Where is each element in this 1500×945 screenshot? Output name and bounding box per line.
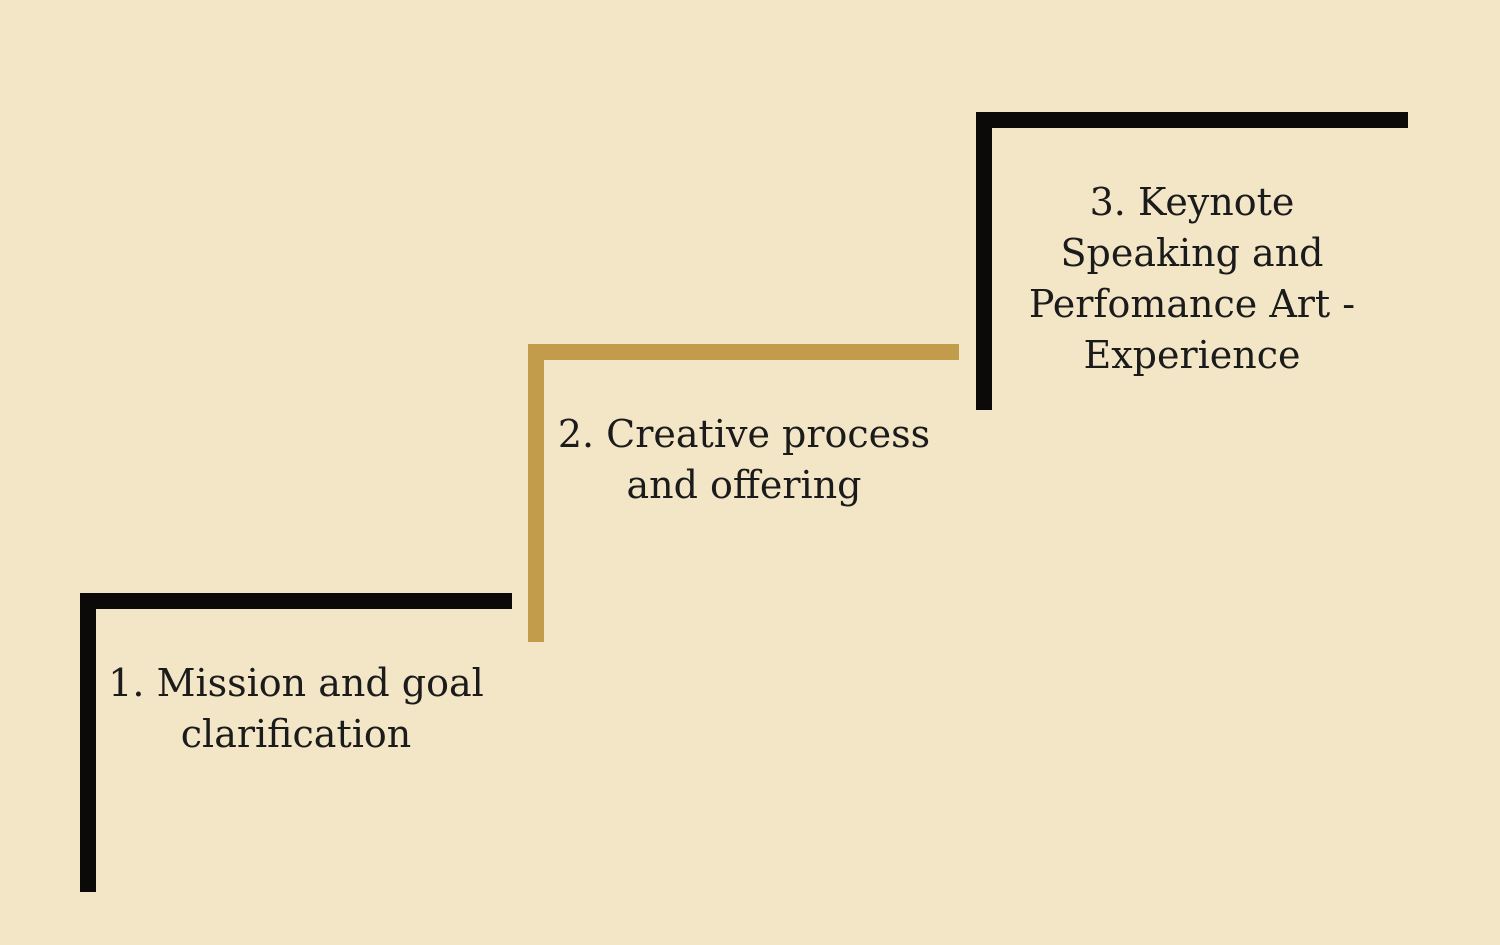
step-2-label-line: and offering: [626, 463, 862, 507]
step-3-label: 3. Keynote Speaking and Perfomance Art -…: [992, 177, 1392, 381]
step-1-label-line: clarification: [180, 712, 412, 756]
step-1-riser: [80, 593, 96, 892]
step-2-label: 2. Creative process and offering: [544, 409, 944, 511]
step-3-label-line: Speaking and: [1060, 231, 1324, 275]
step-1-label-line: 1. Mission and goal: [108, 661, 484, 705]
step-3-tread: [976, 112, 1408, 128]
step-3-riser: [976, 112, 992, 410]
step-2-label-line: 2. Creative process: [557, 412, 931, 456]
step-2-riser: [528, 344, 544, 642]
step-1-label: 1. Mission and goal clarification: [96, 658, 496, 760]
step-2-tread: [528, 344, 959, 360]
step-3-label-line: Experience: [1083, 333, 1301, 377]
step-3-label-line: 3. Keynote: [1089, 180, 1295, 224]
step-1-tread: [80, 593, 512, 609]
step-3-label-line: Perfomance Art -: [1028, 282, 1356, 326]
